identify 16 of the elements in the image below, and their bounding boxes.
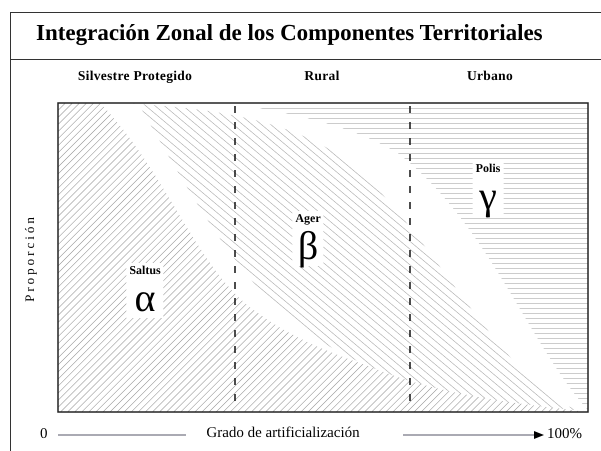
greek-letter: β (298, 226, 318, 266)
title: Integración Zonal de los Componentes Territoriales (36, 20, 543, 46)
zone-name: Saltus (129, 263, 161, 278)
axis-title: Grado de artificialización (206, 425, 360, 442)
zone-name: Ager (295, 211, 321, 226)
zone-name: Polis (476, 161, 500, 176)
greek-letter: γ (478, 176, 498, 216)
zone-label (126, 263, 164, 318)
zone-header: Rural (304, 68, 340, 84)
axis-title: Proporción (22, 214, 38, 302)
zone-header: Urbano (466, 68, 514, 84)
axis-tick-label: 100% (547, 426, 582, 443)
zone-header: Silvestre Protegido (78, 68, 192, 84)
axis-tick-label: 0 (40, 426, 48, 443)
zone-label (292, 211, 324, 266)
greek-letter: α (134, 278, 156, 318)
